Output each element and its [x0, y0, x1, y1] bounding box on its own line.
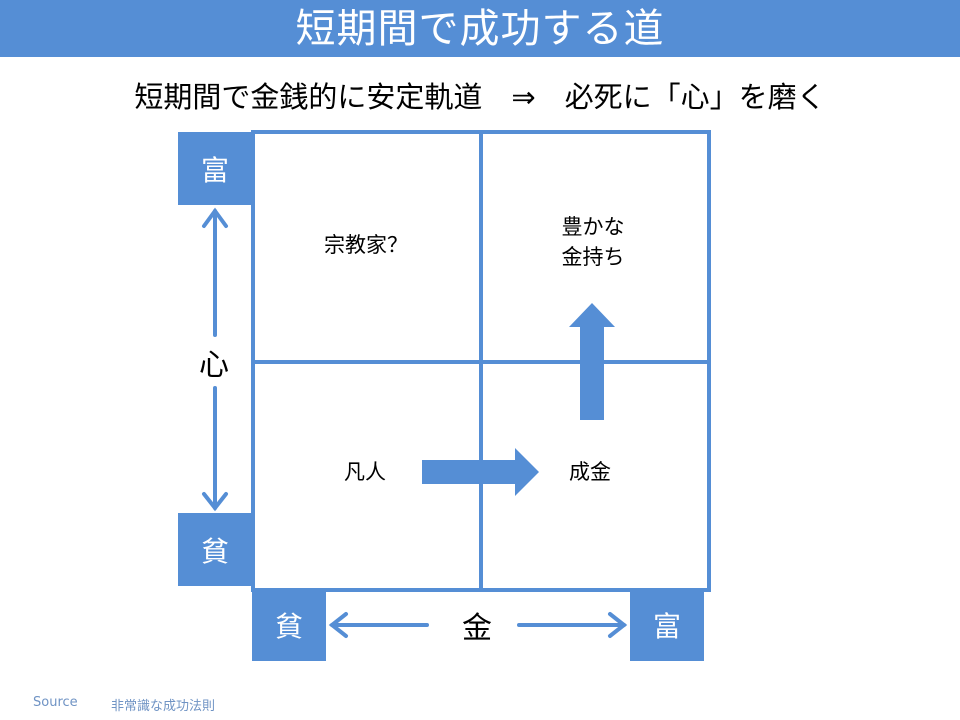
title-bar: 短期間で成功する道 — [0, 0, 960, 57]
footer-source-text: 非常識な成功法則 — [111, 699, 216, 714]
horizontal-poor-box: 貧 — [252, 588, 326, 661]
horizontal-rich-box: 富 — [630, 588, 704, 661]
vertical-axis-label: 心 — [199, 348, 229, 383]
quadrant-bottom-right-label: 成金 — [569, 460, 611, 484]
quadrant-bottom-left-label: 凡人 — [344, 460, 386, 484]
horizontal-axis-label: 金 — [462, 611, 492, 646]
quadrant-top-right-label: 豊かな 金持ち — [480, 212, 706, 273]
vertical-axis-up-arrow — [202, 207, 228, 337]
vertical-poor-box: 貧 — [178, 513, 252, 586]
quadrant-top-right-line1: 豊かな — [561, 215, 625, 239]
vertical-rich-box: 富 — [178, 132, 252, 205]
quadrant-top-right-line2: 金持ち — [561, 245, 625, 270]
quadrant-top-left-label: 宗教家？ — [324, 233, 408, 257]
grid-horizontal-divider — [255, 360, 707, 364]
horizontal-axis-right-arrow — [517, 612, 628, 638]
quadrant-grid — [251, 130, 711, 592]
subtitle: 短期間で金銭的に安定軌道 ⇒ 必死に「心」を磨く — [134, 80, 826, 114]
page-title: 短期間で成功する道 — [295, 5, 665, 52]
flow-arrow-right — [422, 448, 539, 496]
horizontal-axis-left-arrow — [328, 612, 429, 638]
flow-arrow-up — [569, 303, 615, 420]
footer-source-label: Source — [33, 695, 78, 710]
vertical-axis-down-arrow — [202, 386, 228, 512]
